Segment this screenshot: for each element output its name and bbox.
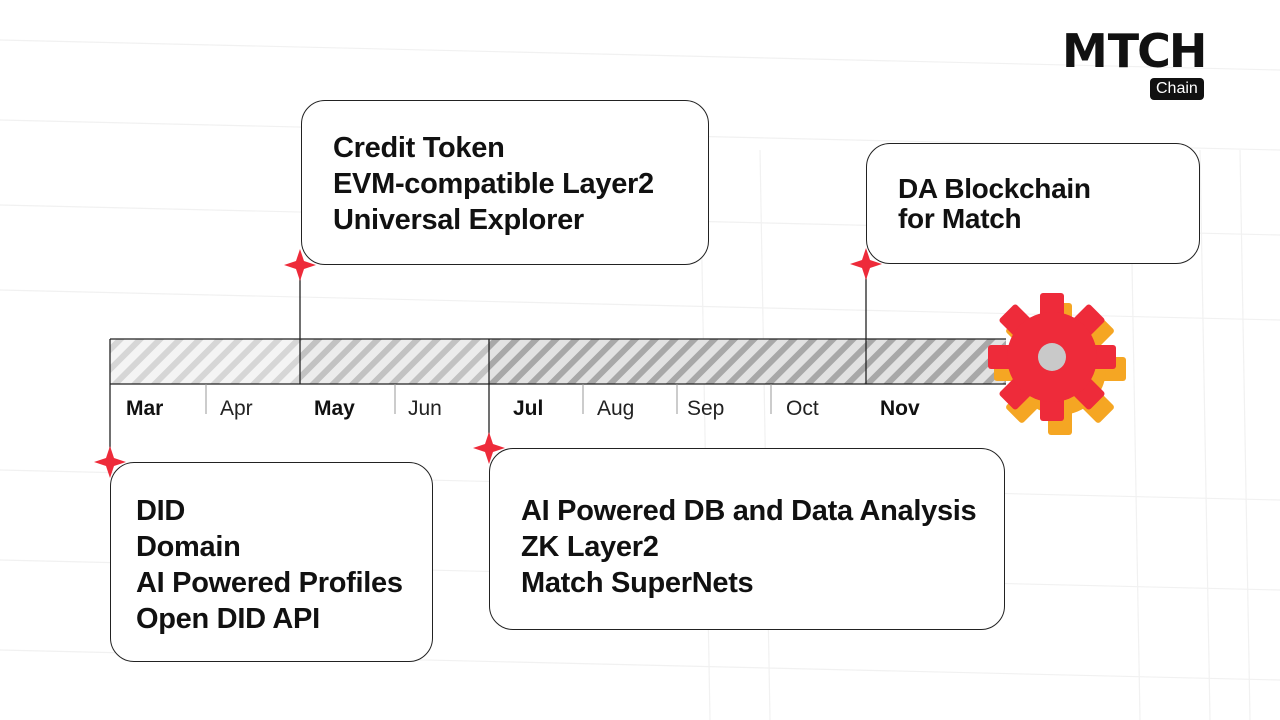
milestone-markers <box>94 248 882 478</box>
milestone-line: Credit Token <box>333 132 505 164</box>
milestone-line: AI Powered DB and Data Analysis <box>521 495 977 527</box>
month-label-oct: Oct <box>786 397 819 420</box>
milestone-line: DID <box>136 495 186 527</box>
milestone-box-jul: AI Powered DB and Data Analysis ZK Layer… <box>489 448 1005 630</box>
milestone-line: AI Powered Profiles <box>136 567 403 599</box>
milestone-line: DA Blockchain <box>898 173 1091 204</box>
milestone-line: Open DID API <box>136 603 320 635</box>
timeline-bar <box>109 338 1006 385</box>
milestone-line: Domain <box>136 531 241 563</box>
logo-wordmark: M TCH <box>1062 24 1207 78</box>
gear-icon <box>988 293 1126 435</box>
timeline-segment-may-jun <box>300 339 489 384</box>
timeline-segment-mar-apr <box>110 339 300 384</box>
logo-letter-m: M <box>1062 24 1108 78</box>
milestone-box-nov: DA Blockchain for Match <box>866 143 1200 264</box>
month-label-may: May <box>314 397 355 420</box>
month-ticks <box>205 384 772 414</box>
sparkle-star-icon <box>850 248 882 280</box>
milestone-line: Universal Explorer <box>333 204 584 236</box>
logo-chain-badge: Chain <box>1150 78 1204 100</box>
month-label-aug: Aug <box>597 397 635 420</box>
month-label-sep: Sep <box>687 397 725 420</box>
month-label-jul: Jul <box>513 397 544 420</box>
logo-letters-tch: TCH <box>1107 24 1208 78</box>
milestone-line: Match SuperNets <box>521 567 754 599</box>
timeline-segment-jul-oct <box>489 339 866 384</box>
month-label-apr: Apr <box>220 397 253 420</box>
milestone-line: for Match <box>898 203 1022 234</box>
month-label-mar: Mar <box>126 397 164 420</box>
month-label-nov: Nov <box>880 397 920 420</box>
month-label-jun: Jun <box>408 397 442 420</box>
milestone-box-mar: DID Domain AI Powered Profiles Open DID … <box>110 462 433 662</box>
sparkle-star-icon <box>473 432 505 464</box>
milestone-box-may: Credit Token EVM-compatible Layer2 Unive… <box>301 100 709 265</box>
sparkle-star-icon <box>284 249 316 281</box>
milestone-line: EVM-compatible Layer2 <box>333 168 654 200</box>
milestone-line: ZK Layer2 <box>521 531 659 563</box>
timeline-segment-nov <box>866 339 1006 384</box>
match-chain-logo: M TCH Chain <box>1062 24 1207 104</box>
sparkle-star-icon <box>94 446 126 478</box>
